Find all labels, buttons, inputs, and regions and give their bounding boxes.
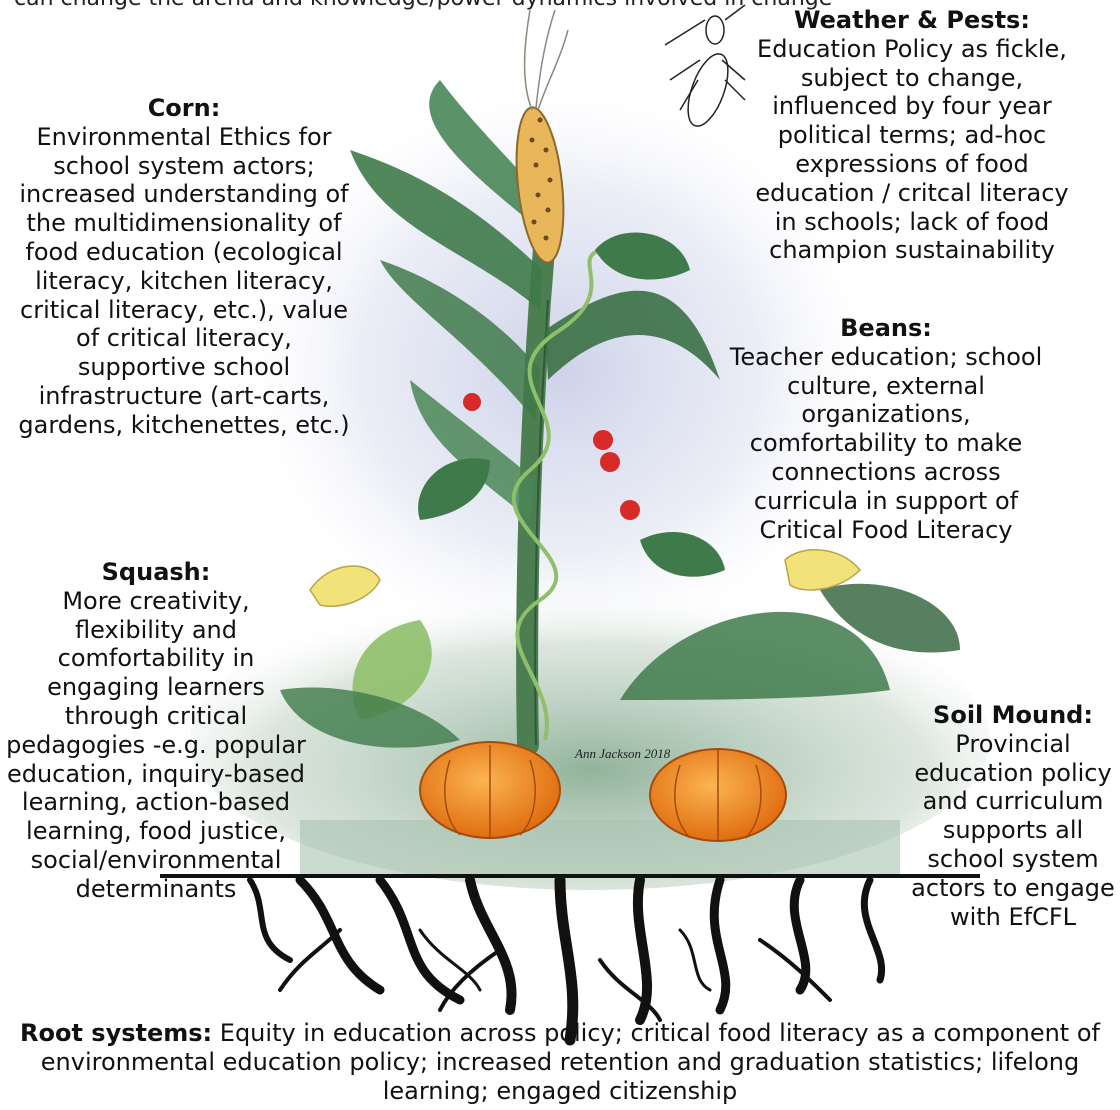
- artist-signature: Ann Jackson 2018: [574, 746, 671, 761]
- squash-blossom: [785, 550, 860, 590]
- root-systems-heading: Root systems:: [20, 1019, 212, 1047]
- weather-pests-label: Weather & Pests: Education Policy as fic…: [742, 6, 1082, 265]
- soil-mound-label: Soil Mound: Provincial education policy …: [906, 701, 1120, 931]
- beans-heading: Beans:: [718, 314, 1054, 343]
- weather-pests-heading: Weather & Pests:: [742, 6, 1082, 35]
- corn-heading: Corn:: [12, 94, 356, 123]
- root-systems-label: Root systems: Equity in education across…: [10, 1019, 1110, 1105]
- corn-description: Environmental Ethics for school system a…: [12, 123, 356, 440]
- intro-text: can change the arena and knowledge/power…: [14, 0, 774, 12]
- squash-description: More creativity, flexibility and comfort…: [6, 587, 306, 904]
- weather-pests-description: Education Policy as fickle, subject to c…: [742, 35, 1082, 265]
- soil-base: [300, 820, 900, 875]
- root-system: [250, 880, 882, 1040]
- corn-label: Corn: Environmental Ethics for school sy…: [12, 94, 356, 440]
- squash-label: Squash: More creativity, flexibility and…: [6, 558, 306, 904]
- squash-heading: Squash:: [6, 558, 306, 587]
- beans-description: Teacher education; school culture, exter…: [718, 343, 1054, 545]
- soil-mound-heading: Soil Mound:: [906, 701, 1120, 730]
- soil-mound-description: Provincial education policy and curricul…: [906, 730, 1120, 932]
- beans-label: Beans: Teacher education; school culture…: [718, 314, 1054, 544]
